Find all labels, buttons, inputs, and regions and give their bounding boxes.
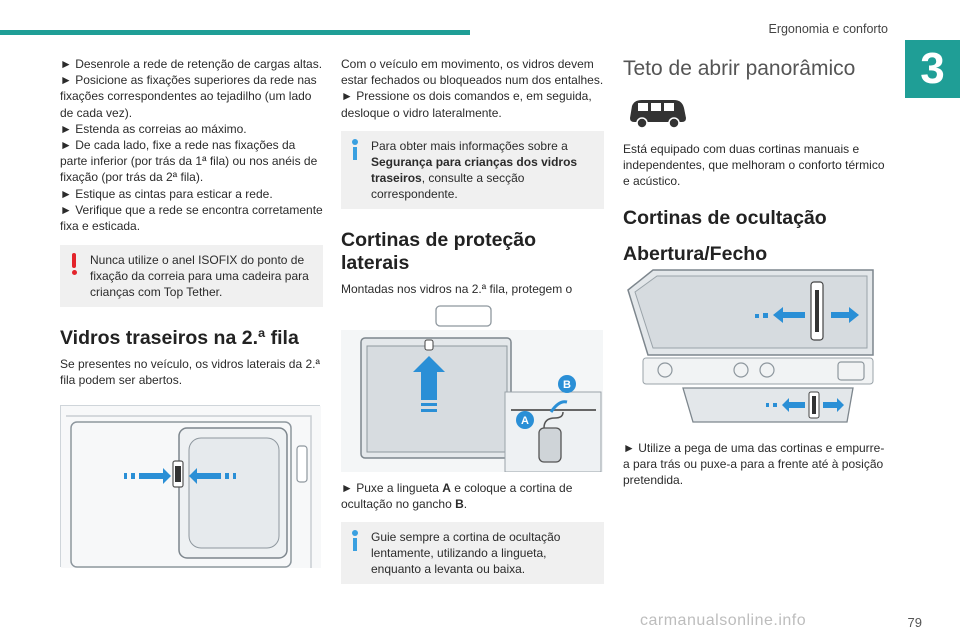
instructions-list: ► Desenrole a rede de retenção de cargas… [60,56,323,234]
panoramic-intro: Está equipado com duas cortinas manuais … [623,142,885,189]
column-1: ► Desenrole a rede de retenção de cargas… [60,56,323,389]
heading-side-curtains: Cortinas de proteção laterais [341,228,537,274]
rear-window-diagram [60,405,321,568]
warning-note: Nunca utilize o anel ISOFIX do ponto de … [60,245,323,308]
section-title: Ergonomia e conforto [768,22,888,36]
heading-opening-closing: Abertura/Fecho [623,242,768,265]
column-3-body: Está equipado com duas cortinas manuais … [623,141,885,266]
column-2-lower: ► Puxe a lingueta A e coloque a cortina … [341,480,604,585]
warning-text: Nunca utilize o anel ISOFIX do ponto de … [90,253,309,300]
chapter-number: 3 [905,40,960,98]
step-text-end: . [463,497,468,512]
step-2: ► Posicione as fixações superiores da re… [60,73,317,120]
page-number: 79 [907,615,922,630]
windows-step: ► Pressione os dois comandos e, em segui… [341,89,592,120]
info-guide-text: Guie sempre a cortina de ocultação lenta… [371,530,561,577]
heading-panoramic-roof: Teto de abrir panorâmico [623,57,856,80]
info-text-pre: Para obter mais informações sobre a [371,138,568,153]
header-accent-bar [0,30,470,35]
info-text-post: , consulte a secção correspondente. [371,170,525,201]
side-curtain-diagram: B A [341,300,603,473]
roof-curtain-step: ► Utilize a pega de uma das cortinas e e… [623,441,885,488]
step-ref-b: B [455,497,464,512]
column-3: Teto de abrir panorâmico [623,56,885,82]
rear-windows-intro: Se presentes no veículo, os vidros later… [60,357,320,388]
roof-curtain-illustration [623,260,885,428]
roof-curtain-diagram [623,260,885,428]
heading-shade-curtains: Cortinas de ocultação [623,206,827,229]
warning-icon [70,253,78,276]
side-curtain-illustration: B A [341,305,603,473]
info-note-child-safety: Para obter mais informações sobre a Segu… [341,130,604,209]
info-note-guide: Guie sempre a cortina de ocultação lenta… [341,522,604,585]
rear-window-illustration [61,406,321,568]
callout-label-b: B [563,379,571,391]
callout-label-a: A [521,415,529,427]
watermark: carmanualsonline.info [640,612,807,629]
windows-moving-text: Com o veículo em movimento, os vidros de… [341,57,604,88]
info-text-bold: Segurança para crianças dos vidros trase… [371,154,578,185]
step-6: ► Verifique que a rede se encontra corre… [60,202,323,234]
step-text-mid: e coloque a cortina de ocultação no ganc… [341,481,573,512]
heading-rear-windows: Vidros traseiros na 2.ª fila [60,327,299,350]
step-1: ► Desenrole a rede de retenção de cargas… [60,57,323,71]
info-icon [351,138,359,161]
step-text-pre: ► Puxe a lingueta [341,481,443,495]
side-curtain-step: ► Puxe a lingueta A e coloque a cortina … [341,480,604,512]
step-4: ► De cada lado, fixe a rede nas fixações… [60,138,318,185]
column-3-lower: ► Utilize a pega de uma das cortinas e e… [623,440,885,489]
step-3: ► Estenda as correias ao máximo. [60,121,247,136]
column-2: Com o veículo em movimento, os vidros de… [341,56,604,313]
vehicle-silhouette-icon [628,96,688,130]
info-icon [351,530,359,552]
step-ref-a: A [442,481,451,495]
step-5: ► Estique as cintas para esticar a rede. [60,186,273,201]
